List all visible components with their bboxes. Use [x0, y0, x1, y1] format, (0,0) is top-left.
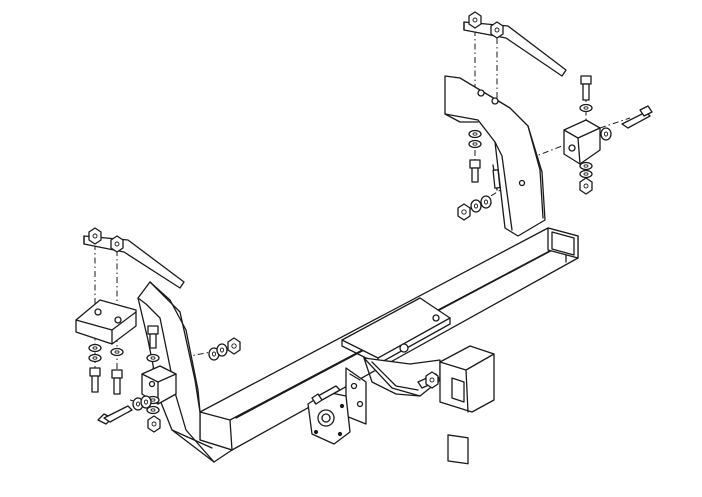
washer-icon — [146, 353, 160, 363]
nut-icon — [88, 227, 102, 245]
left-side-bracket — [137, 281, 233, 463]
washer-icon — [579, 169, 593, 179]
electrical-socket-plate — [307, 367, 367, 445]
washer-icon — [146, 405, 160, 415]
washer-icon — [216, 343, 228, 357]
right-side-bracket — [444, 75, 546, 237]
bolt-icon — [89, 367, 101, 393]
nut-icon — [490, 21, 504, 39]
left-lower-clamp — [141, 365, 177, 405]
washer-icon — [600, 127, 612, 141]
nut-icon — [468, 11, 482, 29]
nut-icon — [110, 235, 124, 253]
right-clamp-plate — [563, 119, 601, 165]
washer-icon — [110, 347, 124, 357]
washer-icon — [579, 103, 593, 113]
nut-icon — [457, 203, 471, 221]
nuts — [88, 11, 593, 433]
bolt-icon — [621, 105, 653, 129]
receiver-tube — [439, 345, 495, 465]
bolt-icon — [580, 75, 592, 101]
left-clamp-plate — [75, 299, 137, 345]
right-top-strap — [463, 21, 567, 77]
washer-icon — [470, 199, 482, 213]
bolts — [89, 75, 653, 425]
bolt-icon — [147, 325, 159, 349]
washer-icon — [579, 161, 593, 171]
bolt-icon — [469, 159, 481, 183]
washer-icon — [468, 139, 482, 149]
bolt-icon — [111, 369, 123, 395]
washer-icon — [480, 195, 492, 209]
washer-icon — [88, 353, 102, 363]
nut-icon — [147, 415, 161, 433]
nut-icon — [227, 337, 241, 355]
left-top-strap — [83, 235, 185, 289]
nut-icon — [579, 177, 593, 195]
washer-icon — [468, 129, 482, 139]
nut-icon — [425, 371, 439, 389]
bolt-icon — [311, 385, 341, 405]
washers — [88, 103, 612, 415]
washer-icon — [140, 395, 152, 409]
bolt-icon — [97, 405, 133, 425]
washer-icon — [88, 343, 102, 353]
